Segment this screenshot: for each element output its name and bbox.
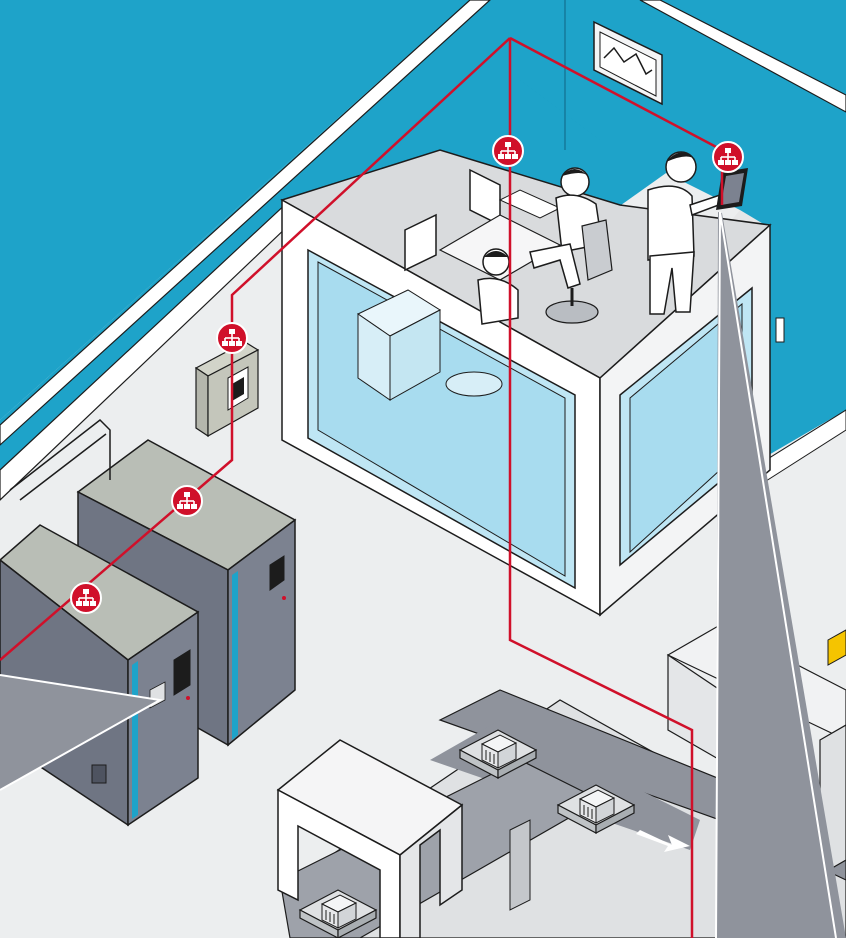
network-node-icon	[712, 141, 744, 173]
network-node-icon	[171, 485, 203, 517]
wall-chart-icon	[593, 20, 663, 106]
door-handle	[775, 317, 785, 343]
tablet-icon	[716, 168, 748, 210]
operators	[404, 151, 748, 325]
network-node-icon	[216, 322, 248, 354]
network-node-icon	[492, 135, 524, 167]
callout-left	[0, 675, 160, 790]
network-node-icon	[70, 582, 102, 614]
packaging-machine	[276, 739, 464, 938]
direction-arrow-icon	[636, 830, 690, 852]
